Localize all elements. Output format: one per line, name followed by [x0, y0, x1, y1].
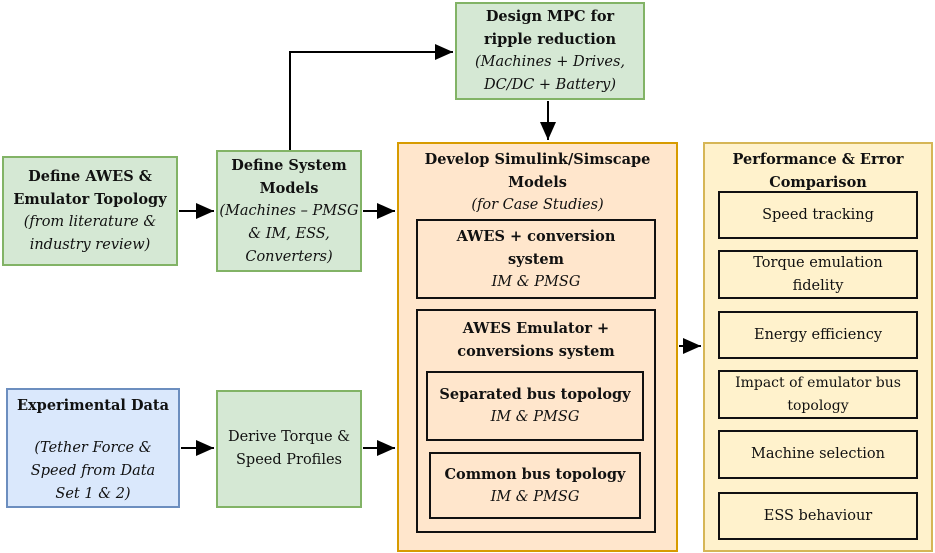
- define-system-detail: (Machines – PMSG & IM, ESS, Converters): [219, 202, 359, 265]
- define-awes-title: Define AWES & Emulator Topology: [13, 168, 167, 208]
- define-system-title: Define System Models: [231, 156, 347, 197]
- arrow-system-to-mpc: [289, 44, 453, 150]
- develop-detail: (for Case Studies): [471, 197, 604, 213]
- common-bus-box: Common bus topology IM & PMSG: [429, 452, 641, 519]
- mpc-title: Design MPC for ripple reduction: [483, 8, 616, 48]
- performance-title: Performance & Error Comparison: [732, 151, 904, 191]
- mpc-detail: (Machines + Drives, DC/DC + Battery): [475, 54, 625, 93]
- awes-conversion-title: AWES + conversion system: [456, 227, 616, 268]
- define-awes-box: Define AWES & Emulator Topology (from li…: [2, 156, 178, 266]
- common-bus-title: Common bus topology: [444, 465, 626, 483]
- emulator-title: AWES Emulator + conversions system: [457, 320, 615, 360]
- performance-item: ESS behaviour: [718, 492, 918, 540]
- performance-item-label: Torque emulation fidelity: [753, 254, 883, 294]
- define-system-box: Define System Models (Machines – PMSG & …: [216, 150, 362, 272]
- performance-item-label: Energy efficiency: [753, 326, 883, 343]
- performance-item: Machine selection: [718, 430, 918, 479]
- derive-title: Derive Torque & Speed Profiles: [227, 429, 351, 468]
- develop-title: Develop Simulink/Simscape Models: [424, 151, 651, 191]
- separated-bus-box: Separated bus topology IM & PMSG: [426, 371, 644, 441]
- derive-box: Derive Torque & Speed Profiles: [216, 390, 362, 508]
- performance-item-label: ESS behaviour: [763, 507, 873, 524]
- separated-bus-detail: IM & PMSG: [490, 409, 580, 425]
- performance-item: Impact of emulator bus topology: [718, 370, 918, 419]
- common-bus-detail: IM & PMSG: [490, 488, 580, 505]
- performance-item: Speed tracking: [718, 191, 918, 239]
- performance-item: Energy efficiency: [718, 311, 918, 359]
- performance-item-label: Machine selection: [750, 446, 885, 462]
- mpc-box: Design MPC for ripple reduction (Machine…: [455, 2, 645, 100]
- separated-bus-title: Separated bus topology: [439, 386, 631, 403]
- experimental-title: Experimental Data: [16, 397, 170, 414]
- experimental-box: Experimental Data (Tether Force & Speed …: [6, 388, 180, 508]
- define-awes-detail: (from literature & industry review): [23, 214, 157, 253]
- awes-conversion-box: AWES + conversion system IM & PMSG: [416, 219, 656, 299]
- awes-conversion-detail: IM & PMSG: [491, 273, 581, 290]
- performance-item: Torque emulation fidelity: [718, 250, 918, 299]
- experimental-detail: (Tether Force & Speed from Data Set 1 & …: [30, 440, 156, 502]
- performance-item-label: Speed tracking: [762, 206, 874, 223]
- performance-item-label: Impact of emulator bus topology: [735, 374, 901, 414]
